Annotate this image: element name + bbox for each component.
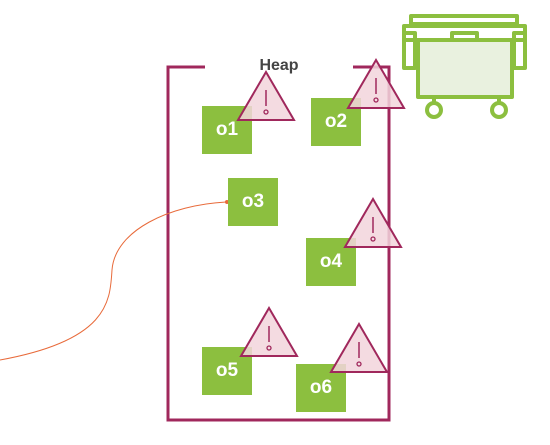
heap-title: Heap (259, 57, 299, 74)
heap-border (166, 65, 391, 422)
warning-triangle-icon (236, 70, 296, 121)
warning-triangle-icon (346, 58, 406, 109)
dumpster-icon (402, 14, 527, 119)
warning-triangle-icon (239, 306, 299, 357)
object-o6: o6 (296, 364, 346, 412)
warning-triangle-icon (329, 322, 389, 373)
reference-arrow (0, 201, 227, 361)
warning-triangle-icon (343, 197, 403, 248)
object-o3: o3 (228, 178, 278, 226)
